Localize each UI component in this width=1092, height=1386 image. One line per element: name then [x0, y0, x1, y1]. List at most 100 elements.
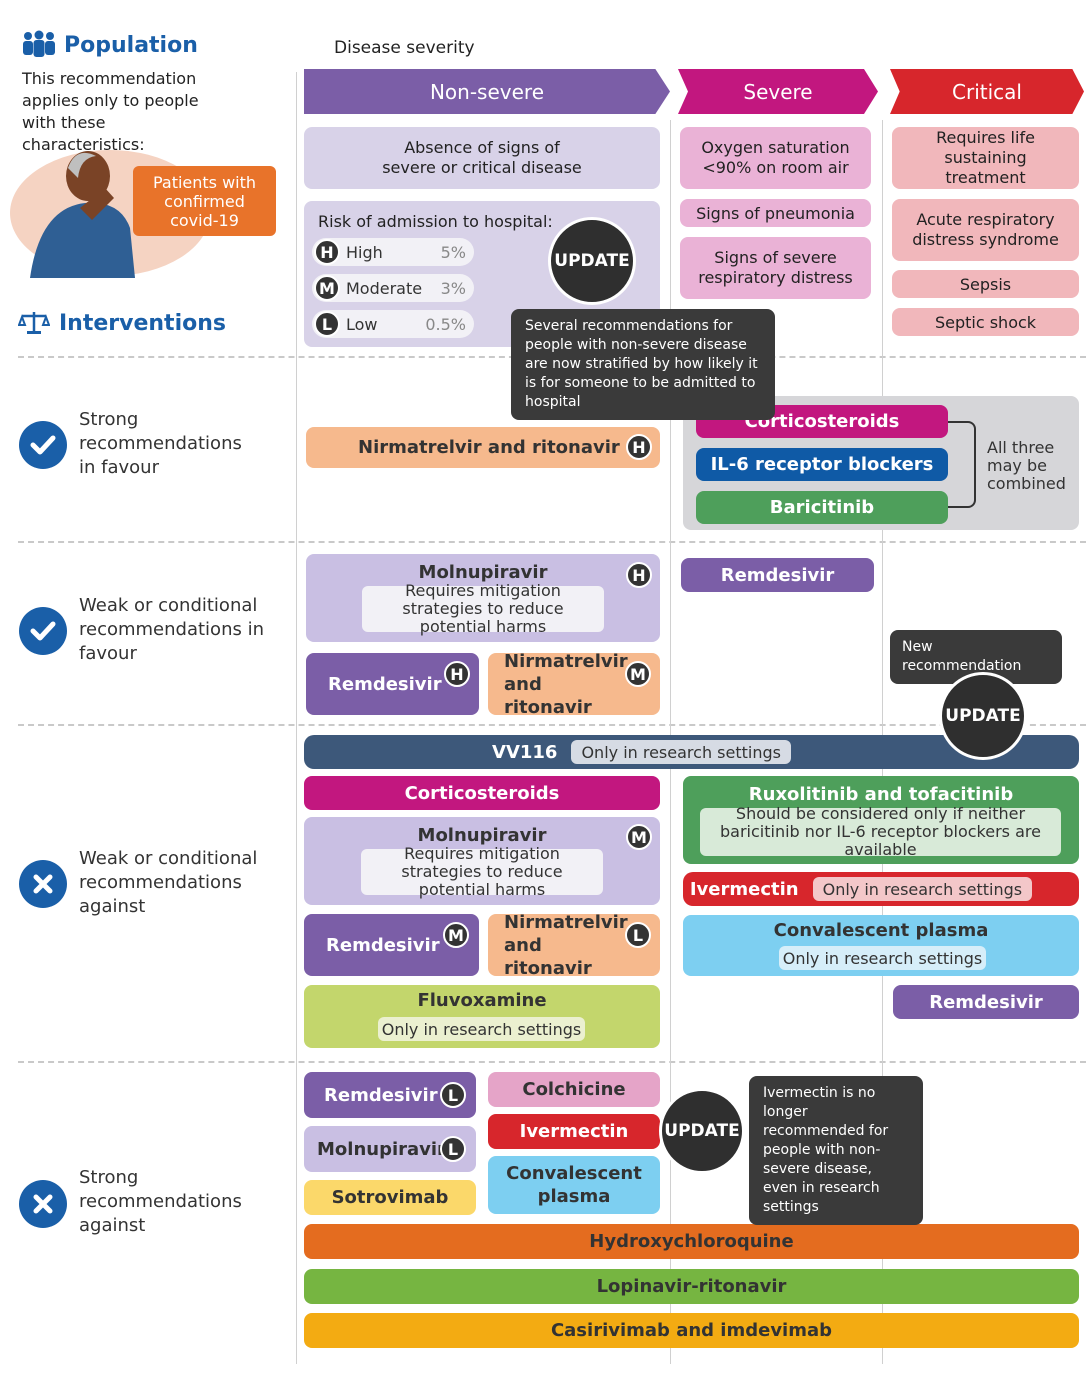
- risk-label: Low: [346, 314, 378, 334]
- patients-box: Patients with confirmed covid-19: [133, 166, 276, 236]
- drug-label: Molnupiravir: [417, 825, 547, 846]
- column-title: Severe: [743, 79, 813, 104]
- drug-colchicine: Colchicine: [488, 1072, 660, 1107]
- risk-title: Risk of admission to hospital:: [318, 212, 553, 231]
- column-divider: [296, 72, 297, 1364]
- drug-ruxolitinib: Ruxolitinib and tofacitinib Should be co…: [683, 776, 1079, 864]
- badge-M: M: [626, 824, 652, 850]
- drug-fluvoxamine: Fluvoxamine Only in research settings: [304, 985, 660, 1048]
- drug-corticosteroids-against: Corticosteroids: [304, 776, 660, 810]
- criteria-text: Septic shock: [934, 312, 1037, 332]
- population-title: Population: [64, 33, 198, 58]
- drug-label: Convalescent plasma: [506, 1163, 642, 1207]
- criteria-severe-distress: Signs of severe respiratory distress: [680, 237, 871, 299]
- research-note: Only in research settings: [571, 740, 791, 764]
- criteria-text: Acute respiratory distress syndrome: [912, 210, 1059, 249]
- drug-sotrovimab: Sotrovimab: [304, 1180, 476, 1215]
- divider: [18, 541, 1086, 543]
- scales-icon: [17, 310, 51, 336]
- tooltip-stratified: Several recommendations for people with …: [511, 309, 775, 420]
- column-header-critical: Critical: [890, 69, 1084, 114]
- cross-icon: [19, 1180, 67, 1228]
- drug-label: Ruxolitinib and tofacitinib: [748, 784, 1014, 805]
- drug-label: Corticosteroids: [744, 411, 900, 432]
- drug-label: Remdesivir: [720, 564, 835, 586]
- criteria-critical-life: Requires life sustaining treatment: [892, 127, 1079, 189]
- badge-M: M: [314, 275, 340, 301]
- check-icon: [19, 421, 67, 469]
- drug-ivermectin-against: Ivermectin Only in research settings: [683, 872, 1079, 906]
- badge-L: L: [440, 1082, 466, 1108]
- drug-label: Nirmatrelvir and ritonavir: [358, 437, 620, 458]
- drug-label: Remdesivir: [324, 1084, 438, 1106]
- risk-row-low: L Low 0.5%: [312, 310, 474, 338]
- drug-label: Nirmatrelvir and ritonavir: [504, 911, 628, 979]
- mitigation-note: Requires mitigation strategies to reduce…: [361, 845, 603, 899]
- badge-H: H: [626, 434, 652, 460]
- risk-row-moderate: M Moderate 3%: [312, 274, 474, 302]
- drug-label: Corticosteroids: [404, 782, 560, 804]
- column-header-nonsevere: Non-severe: [304, 69, 670, 114]
- drug-ivermectin-strong-against: Ivermectin: [488, 1114, 660, 1149]
- disease-severity-label: Disease severity: [334, 38, 475, 58]
- drug-convalescent-strong-against: Convalescent plasma: [488, 1156, 660, 1214]
- drug-casirivimab: Casirivimab and imdevimab: [304, 1313, 1079, 1348]
- criteria-text: Signs of severe respiratory distress: [698, 248, 853, 287]
- badge-M: M: [443, 922, 469, 948]
- criteria-nonsevere: Absence of signs of severe or critical d…: [304, 127, 660, 189]
- population-description: This recommendation applies only to peop…: [22, 69, 199, 154]
- badge-H: H: [626, 562, 652, 588]
- update-marker-stratified: UPDATE: [548, 217, 636, 305]
- drug-label: Fluvoxamine: [417, 990, 547, 1011]
- tooltip-ivermectin: Ivermectin is no longer recommended for …: [749, 1076, 923, 1225]
- drug-label: Remdesivir: [929, 991, 1043, 1013]
- drug-label: Remdesivir: [326, 934, 440, 956]
- risk-pct: 3%: [440, 278, 466, 298]
- criteria-critical-shock: Septic shock: [892, 308, 1079, 336]
- drug-label: Nirmatrelvir and ritonavir: [504, 650, 628, 718]
- check-icon: [19, 607, 67, 655]
- drug-label: IL-6 receptor blockers: [710, 454, 934, 475]
- all-three-note: All three may be combined: [987, 438, 1066, 493]
- badge-H: H: [314, 239, 340, 265]
- badge-L: L: [625, 922, 651, 948]
- research-note: Only in research settings: [378, 1017, 585, 1041]
- drug-lopinavir: Lopinavir-ritonavir: [304, 1269, 1079, 1304]
- tooltip-new-recommendation: New recommendation: [890, 630, 1062, 684]
- ruxolitinib-note: Should be considered only if neither bar…: [700, 805, 1061, 859]
- drug-remdesivir-favour-severe: Remdesivir: [681, 558, 874, 592]
- cross-icon: [19, 860, 67, 908]
- row-label-weak-against: Weak or conditional recommendations agai…: [79, 848, 258, 917]
- drug-nirmatrelvir-strong: Nirmatrelvir and ritonavir: [306, 427, 660, 468]
- research-note: Only in research settings: [812, 877, 1033, 901]
- row-label-weak-favour: Weak or conditional recommendations in f…: [79, 595, 264, 664]
- drug-molnupiravir-against: Molnupiravir Requires mitigation strateg…: [304, 817, 660, 905]
- divider: [18, 724, 1086, 726]
- criteria-critical-sepsis: Sepsis: [892, 270, 1079, 298]
- criteria-severe-oxygen: Oxygen saturation <90% on room air: [680, 127, 871, 189]
- risk-label: Moderate: [346, 278, 423, 298]
- row-label-strong-favour: Strong recommendations in favour: [79, 409, 242, 478]
- drug-hydroxychloroquine: Hydroxychloroquine: [304, 1224, 1079, 1259]
- column-title: Critical: [952, 79, 1022, 104]
- patients-text: Patients with confirmed covid-19: [152, 172, 257, 230]
- drug-label: Molnupiravir: [418, 562, 548, 583]
- criteria-text: Sepsis: [959, 274, 1012, 294]
- drug-label: Ivermectin: [519, 1121, 629, 1142]
- drug-molnupiravir-favour: Molnupiravir Requires mitigation strateg…: [306, 554, 660, 642]
- risk-pct: 5%: [440, 242, 466, 262]
- criteria-critical-ards: Acute respiratory distress syndrome: [892, 199, 1079, 261]
- badge-H: H: [444, 661, 470, 687]
- combined-bracket: [948, 421, 976, 508]
- mitigation-note: Requires mitigation strategies to reduce…: [362, 582, 604, 636]
- drug-label: Remdesivir: [328, 673, 442, 695]
- drug-label: Molnupiravir: [317, 1138, 446, 1160]
- drug-label: Hydroxychloroquine: [589, 1231, 794, 1252]
- drug-label: Ivermectin: [689, 878, 799, 900]
- update-marker-vv116: UPDATE: [939, 672, 1027, 760]
- badge-L: L: [314, 311, 340, 337]
- criteria-text: Requires life sustaining treatment: [936, 128, 1035, 187]
- risk-label: High: [346, 242, 383, 262]
- criteria-text: Absence of signs of severe or critical d…: [382, 138, 582, 177]
- drug-label: Sotrovimab: [331, 1187, 449, 1208]
